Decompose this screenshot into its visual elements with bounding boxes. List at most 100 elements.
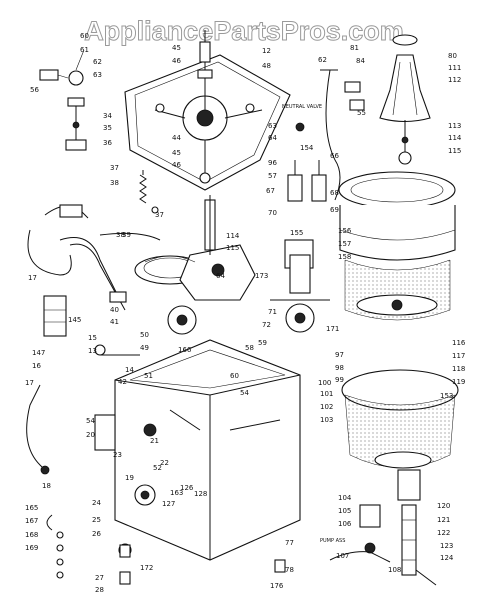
callout-24: 24 (92, 499, 101, 507)
suspension-spring (139, 170, 159, 214)
callout-39: 39 (122, 231, 131, 239)
callout-62: 62 (93, 58, 102, 66)
callout-116: 116 (452, 339, 466, 347)
callout-127: 127 (162, 500, 175, 508)
callout-153: 153 (440, 392, 453, 400)
callout-155: 155 (290, 229, 303, 237)
callout-69: 69 (330, 206, 339, 214)
callout-145: 145 (68, 316, 81, 324)
callout-20: 20 (86, 431, 95, 439)
callout-27: 27 (95, 574, 104, 582)
callout-51: 51 (144, 372, 153, 380)
agitator (379, 34, 431, 165)
callout-84: 84 (356, 57, 365, 65)
callout-165: 165 (25, 504, 38, 512)
pump-assembly-label: PUMP ASS (320, 538, 345, 544)
callout-26: 26 (92, 530, 101, 538)
callout-34: 34 (103, 112, 112, 120)
callout-122: 122 (437, 529, 450, 537)
callout-96: 96 (268, 159, 277, 167)
callout-58: 58 (245, 344, 254, 352)
inlet-hoses (27, 204, 161, 311)
callout-64b: 64 (216, 272, 225, 280)
callout-56: 56 (30, 86, 39, 94)
callout-171: 171 (326, 325, 339, 333)
callout-59: 59 (258, 339, 267, 347)
callout-107: 107 (336, 552, 349, 560)
callout-167: 167 (25, 517, 38, 525)
callout-46b: 46 (172, 161, 181, 169)
callout-126: 126 (180, 484, 194, 492)
callout-104: 104 (338, 494, 352, 502)
callout-44: 44 (172, 134, 181, 142)
callout-157: 157 (338, 240, 351, 248)
callout-46: 46 (172, 57, 181, 65)
neutral-valve-linkage: NEUTRAL VALVE (270, 104, 330, 333)
callout-17: 17 (28, 274, 37, 282)
callout-49: 49 (140, 344, 149, 352)
callout-50: 50 (140, 331, 149, 339)
outer-tub (341, 369, 459, 501)
callout-173: 173 (255, 272, 268, 280)
callout-147: 147 (32, 349, 45, 357)
callout-62b: 62 (318, 56, 327, 64)
callout-105: 105 (338, 507, 351, 515)
callout-114: 114 (448, 134, 462, 142)
callout-17b: 17 (25, 379, 34, 387)
callout-124: 124 (440, 554, 454, 562)
callout-158: 158 (338, 253, 351, 261)
callout-13: 13 (88, 347, 97, 355)
callout-121: 121 (437, 516, 450, 524)
callout-12: 12 (262, 47, 271, 55)
callout-64: 64 (268, 134, 277, 142)
callout-120: 120 (437, 502, 450, 510)
callout-108: 108 (388, 566, 401, 574)
callout-36: 36 (103, 139, 112, 147)
callout-168: 168 (25, 531, 38, 539)
callout-48: 48 (262, 62, 271, 70)
callout-101: 101 (320, 390, 333, 398)
callout-63: 63 (93, 71, 102, 79)
watermark-text: AppliancePartsPros.com (84, 16, 404, 46)
callout-18: 18 (42, 482, 51, 490)
mounting-plate (124, 30, 291, 191)
callout-60: 60 (80, 32, 89, 40)
callout-112: 112 (448, 76, 461, 84)
callout-52: 52 (153, 464, 162, 472)
callout-35: 35 (103, 124, 112, 132)
callout-68: 68 (330, 189, 339, 197)
callout-115: 115 (448, 147, 461, 155)
callout-114b: 114 (226, 232, 240, 240)
callout-100: 100 (318, 379, 331, 387)
spin-tub (338, 171, 456, 321)
callout-176: 176 (270, 582, 284, 590)
callout-128: 128 (194, 490, 207, 498)
callout-81: 81 (350, 44, 359, 52)
callout-106: 106 (338, 520, 352, 528)
callout-45b: 45 (172, 149, 181, 157)
callout-99: 99 (335, 376, 344, 384)
callout-28: 28 (95, 586, 104, 594)
callout-38b: 38 (116, 231, 125, 239)
callout-37b: 37 (155, 211, 164, 219)
callout-113: 113 (448, 122, 461, 130)
callout-118: 118 (452, 365, 465, 373)
callout-117: 117 (452, 352, 465, 360)
callout-71: 71 (268, 308, 277, 316)
callout-111: 111 (448, 64, 461, 72)
callout-41: 41 (110, 318, 119, 326)
callout-77: 77 (285, 539, 294, 547)
callout-66: 66 (330, 152, 339, 160)
callout-19: 19 (125, 474, 134, 482)
pump-assembly: PUMP ASS (320, 504, 437, 586)
callout-97: 97 (335, 351, 344, 359)
callout-40: 40 (110, 306, 119, 314)
callout-115b: 115 (226, 244, 239, 252)
callout-numbers: 60 61 62 63 45 46 12 48 81 84 62 80 111 … (25, 32, 466, 594)
callout-21: 21 (150, 437, 159, 445)
callout-123: 123 (440, 542, 453, 550)
callout-60b: 60 (230, 372, 239, 380)
water-valve-parts (26, 295, 140, 475)
cabinet (94, 339, 301, 561)
callout-16: 16 (32, 362, 41, 370)
